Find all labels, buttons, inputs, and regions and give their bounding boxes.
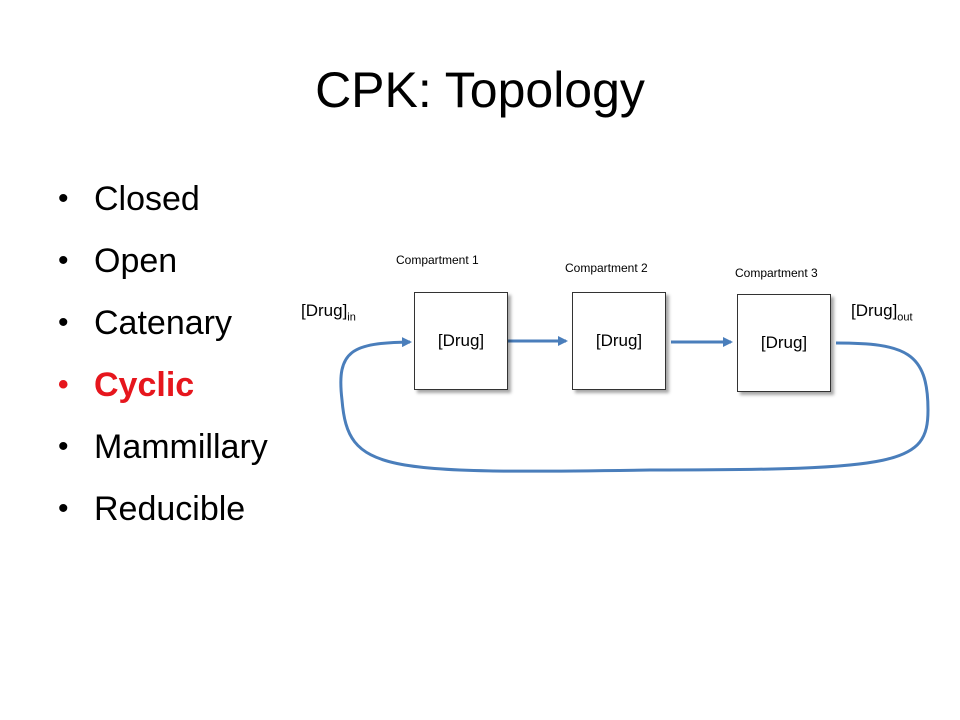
compartment-2-box: [Drug] [572,292,666,390]
bullet-item-catenary: • Catenary [58,292,268,354]
compartment-1-content: [Drug] [437,331,485,350]
bullet-dot-icon: • [58,492,69,525]
bullet-item-closed: • Closed [58,168,268,230]
drug-out-label: [Drug]out [851,301,913,324]
slide-title: CPK: Topology [315,62,645,118]
bullet-item-mammillary: • Mammillary [58,416,268,478]
bullet-text: Reducible [94,490,246,528]
bullet-dot-icon: • [58,306,69,339]
bullet-text: Closed [94,180,200,218]
bullet-dot-icon: • [58,244,69,277]
compartment-1-box: [Drug] [414,292,508,390]
bullet-list: • Closed • Open • Catenary • Cyclic • Ma… [58,168,268,540]
bullet-text: Mammillary [94,428,268,466]
bullet-item-reducible: • Reducible [58,478,268,540]
compartment-2-label: Compartment 2 [565,261,648,275]
cycle-return-arrow [339,337,930,473]
compartment-2-content: [Drug] [595,331,643,350]
bullet-dot-icon: • [58,368,69,401]
compartment-3-box: [Drug] [737,294,831,392]
bullet-text: Catenary [94,304,232,342]
compartment-3-content: [Drug] [760,333,808,352]
compartment-1-label: Compartment 1 [396,253,479,267]
bullet-dot-icon: • [58,430,69,463]
compartment-3-label: Compartment 3 [735,266,818,280]
drug-in-label: [Drug]in [301,301,356,324]
bullet-text: Cyclic [94,366,195,404]
bullet-dot-icon: • [58,182,69,215]
bullet-text: Open [94,242,178,280]
bullet-item-open: • Open [58,230,268,292]
bullet-item-cyclic: • Cyclic [58,354,268,416]
